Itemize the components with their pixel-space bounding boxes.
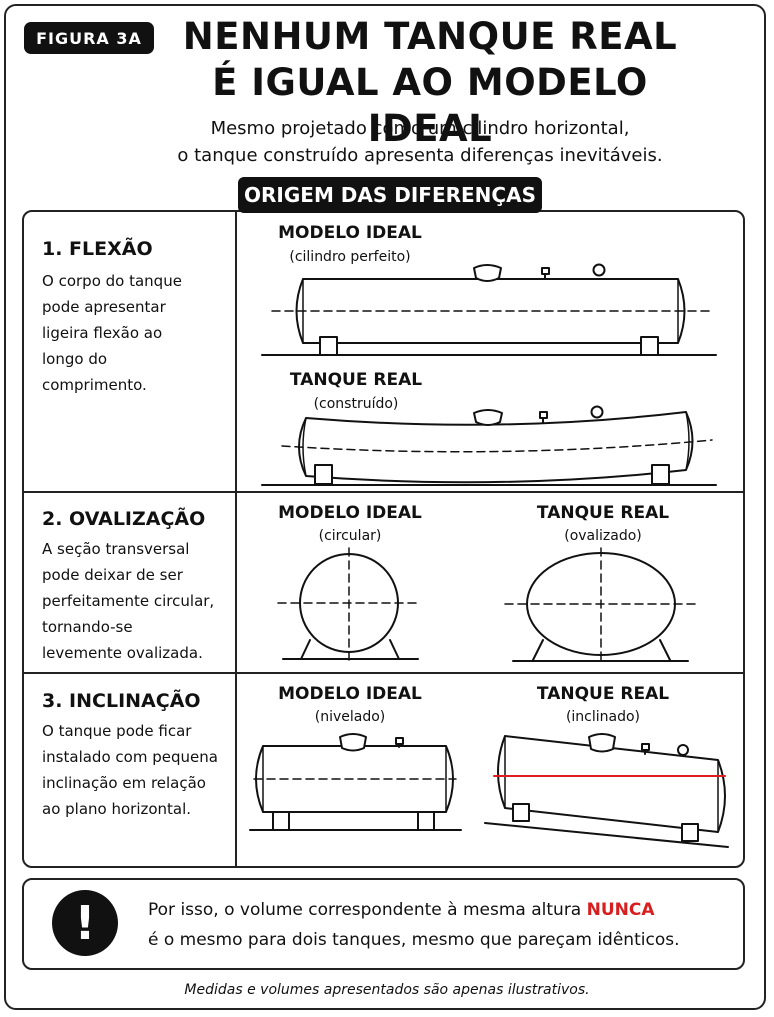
section-1-real-label: TANQUE REAL: [289, 370, 423, 390]
subtitle-line-1: Mesmo projetado como um cilindro horizon…: [210, 118, 630, 139]
section-pill: ORIGEM DAS DIFERENÇAS: [238, 177, 542, 213]
section-3-title: 3. INCLINAÇÃO: [42, 690, 201, 712]
real-bent-tank: [261, 405, 717, 486]
ideal-level-tank: [249, 733, 462, 831]
section-3-real-label: TANQUE REAL: [536, 684, 670, 704]
real-oval-section: [504, 547, 701, 665]
section-2-title: 2. OVALIZAÇÃO: [42, 508, 206, 530]
note-line-2: é o mesmo para dois tanques, mesmo que p…: [148, 930, 680, 950]
section-3-real-caption: (inclinado): [565, 709, 641, 725]
manway-icon: [473, 264, 502, 282]
section-1-ideal-caption: (cilindro perfeito): [289, 249, 411, 265]
section-1-title: 1. FLEXÃO: [42, 238, 153, 260]
note-line-1: Por isso, o volume correspondente à mesm…: [148, 900, 655, 920]
section-2-real-label: TANQUE REAL: [536, 503, 670, 523]
never-emphasis: NUNCA: [586, 900, 655, 920]
row-divider-2: [22, 672, 745, 674]
section-3-ideal-label: MODELO IDEAL: [278, 684, 422, 704]
title-line-1: NENHUM TANQUE REAL: [182, 15, 678, 58]
exclamation-icon: !: [52, 890, 118, 956]
section-2-ideal-caption: (circular): [318, 528, 382, 544]
gauge-icon: [592, 263, 606, 277]
section-1-ideal-label: MODELO IDEAL: [278, 223, 422, 243]
section-2-ideal-label: MODELO IDEAL: [278, 503, 422, 523]
row-divider-1: [22, 491, 745, 493]
note-box: [22, 878, 745, 970]
footer-note: Medidas e volumes apresentados são apena…: [184, 982, 590, 998]
ideal-straight-tank: [261, 263, 717, 356]
column-divider: [235, 212, 237, 867]
figure-frame: [4, 4, 766, 1010]
section-3-ideal-caption: (nivelado): [314, 709, 386, 725]
section-2-real-caption: (ovalizado): [564, 528, 642, 544]
section-1-real-caption: (construído): [313, 396, 399, 412]
subtitle-line-2: o tanque construído apresenta diferenças…: [177, 145, 663, 166]
real-inclined-tank: [484, 733, 729, 848]
title-line-2: É IGUAL AO MODELO IDEAL: [212, 61, 648, 150]
figure-tag: FIGURA 3A: [24, 22, 154, 54]
ideal-circular-section: [277, 547, 422, 661]
